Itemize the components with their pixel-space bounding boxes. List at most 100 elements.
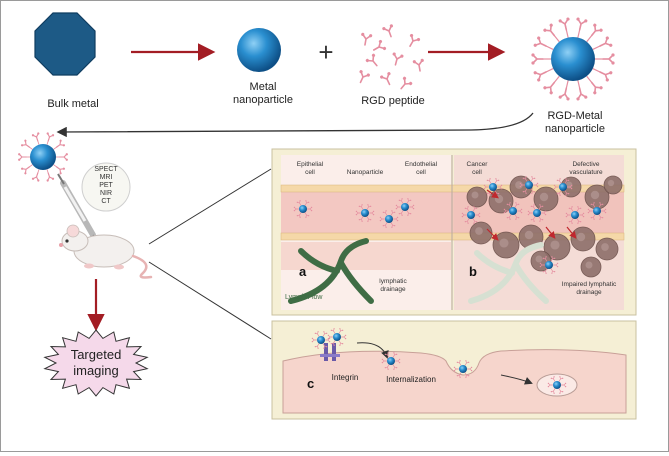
- rgd-peptide-icon: [456, 360, 462, 366]
- rgd-peptide-icon: [293, 206, 299, 212]
- endothelial-label-2: cell: [416, 169, 426, 176]
- rgd-metal-label-line2: nanoparticle: [545, 123, 605, 135]
- rgd-peptide-icon: [361, 32, 373, 46]
- panel-label-a: a: [299, 264, 307, 279]
- rgd-peptide-icon: [381, 358, 387, 364]
- rgd-peptide-icon: [542, 256, 548, 262]
- endothelial-label-1: Endothelial: [405, 161, 438, 168]
- rgd-peptide-icon: [565, 212, 571, 218]
- rgd-peptide-icon: [517, 208, 523, 214]
- rgd-peptide-icon: [553, 262, 559, 268]
- rgd-peptide-icon: [18, 153, 27, 161]
- nanoparticle-core: [30, 144, 56, 170]
- rgd-peptide-icon: [598, 214, 604, 220]
- rgd-peptide-icon: [506, 202, 512, 208]
- rgd-peptide-icon: [514, 214, 520, 220]
- rgd-peptide-icon: [533, 71, 547, 82]
- bulk-metal-label: Bulk metal: [47, 98, 98, 110]
- nanoparticle-core: [545, 261, 553, 269]
- rgd-peptide-icon: [576, 17, 588, 31]
- rgd-peptide-icon: [494, 178, 500, 184]
- rgd-peptide-icon: [486, 190, 492, 196]
- rgd-peptide-icon: [341, 334, 347, 340]
- modality-label: PET: [99, 182, 113, 189]
- defective-label-1: Defective: [572, 161, 599, 168]
- nanoparticle-core: [467, 211, 475, 219]
- rgd-peptide-icon: [314, 331, 320, 337]
- rgd-peptide-icon: [379, 216, 385, 222]
- rgd-peptide-icon: [599, 71, 613, 82]
- rgd-peptide-icon: [20, 139, 30, 148]
- rgd-peptide-icon: [338, 340, 344, 346]
- rgd-peptide-icon: [472, 218, 478, 224]
- rgd-peptide-icon: [530, 188, 536, 194]
- nanoparticle-core: [401, 203, 409, 211]
- panel-label-c: c: [307, 376, 314, 391]
- rgd-peptide-icon: [322, 343, 328, 349]
- rgd-peptide-icon: [590, 23, 603, 37]
- metal-nanoparticle-sphere: [237, 28, 281, 72]
- rgd-peptide-icon: [453, 366, 459, 372]
- nanoparticle-core: [361, 209, 369, 217]
- modality-label: CT: [101, 198, 111, 205]
- rgd-peptide-icon: [587, 208, 593, 214]
- nanoparticle-core: [533, 209, 541, 217]
- rgd-peptide-icon: [558, 17, 570, 31]
- rgd-peptide-icon: [390, 222, 396, 228]
- nanoparticle-core: [559, 183, 567, 191]
- rgd-peptide-icon: [542, 268, 548, 274]
- rgd-peptide-icon: [384, 364, 390, 370]
- panel-label-b: b: [469, 264, 477, 279]
- nanoparticle-core: [553, 381, 561, 389]
- rgd-peptide-icon: [564, 190, 570, 196]
- nanoparticle-core: [317, 336, 325, 344]
- rgd-peptide-icon: [576, 87, 588, 101]
- rgd-peptide-icon: [358, 216, 364, 222]
- vesicle-arrow: [500, 374, 533, 385]
- rgd-peptide-icon: [365, 53, 378, 67]
- rgd-peptide-icon: [366, 204, 372, 210]
- nanoparticle-label: Nanoparticle: [347, 169, 384, 176]
- rgd-peptide-icon: [398, 210, 404, 216]
- rgd-peptide-icon: [406, 210, 412, 216]
- modalities-bubble: [81, 162, 131, 212]
- rgd-peptide-icon: [392, 352, 398, 358]
- rgd-peptide-icon: [486, 178, 492, 184]
- rgd-peptide-icon: [384, 352, 390, 358]
- rgd-peptide-icon: [456, 372, 462, 378]
- rgd-peptide-icon: [527, 210, 533, 216]
- metal-np-label-line2: nanoparticle: [233, 94, 293, 106]
- rgd-peptide-icon: [543, 81, 556, 95]
- rgd-peptide-icon: [601, 208, 607, 214]
- rgd-peptide-icon: [558, 87, 570, 101]
- rgd-metal-nanoparticle: [531, 17, 615, 101]
- lymph-vessel-a: [288, 238, 374, 304]
- rgd-peptide-icon: [531, 53, 544, 65]
- nanoparticles-panel-c: [311, 328, 567, 394]
- rgd-peptide-icon: [382, 222, 388, 228]
- rgd-peptide-icon: [568, 218, 574, 224]
- cancer-label-2: cell: [472, 169, 482, 176]
- rgd-peptide-icon: [395, 204, 401, 210]
- rgd-peptide-icon: [550, 268, 556, 274]
- bulk-metal-octagon: [34, 12, 96, 76]
- integrin-receptor: [320, 343, 340, 361]
- rgd-peptide-icon: [538, 204, 544, 210]
- rgd-peptide-icon: [392, 364, 398, 370]
- nanoparticle-core: [551, 37, 595, 81]
- rgd-peptide-icon: [395, 358, 401, 364]
- rgd-peptide-cluster: [359, 24, 424, 90]
- rgd-peptide-icon: [382, 210, 388, 216]
- rgd-peptide-icon: [307, 206, 313, 212]
- rgd-peptide-icon: [355, 210, 361, 216]
- integrin-label: Integrin: [332, 373, 359, 382]
- rgd-peptide-icon: [541, 210, 547, 216]
- rgd-peptide-icon: [522, 188, 528, 194]
- plus-sign: +: [318, 37, 333, 67]
- lymphatic-label-2: drainage: [380, 286, 406, 293]
- targeted-imaging-line1: Targeted: [71, 347, 122, 362]
- rgd-peptide-icon: [296, 200, 302, 206]
- rgd-peptide-icon: [406, 198, 412, 204]
